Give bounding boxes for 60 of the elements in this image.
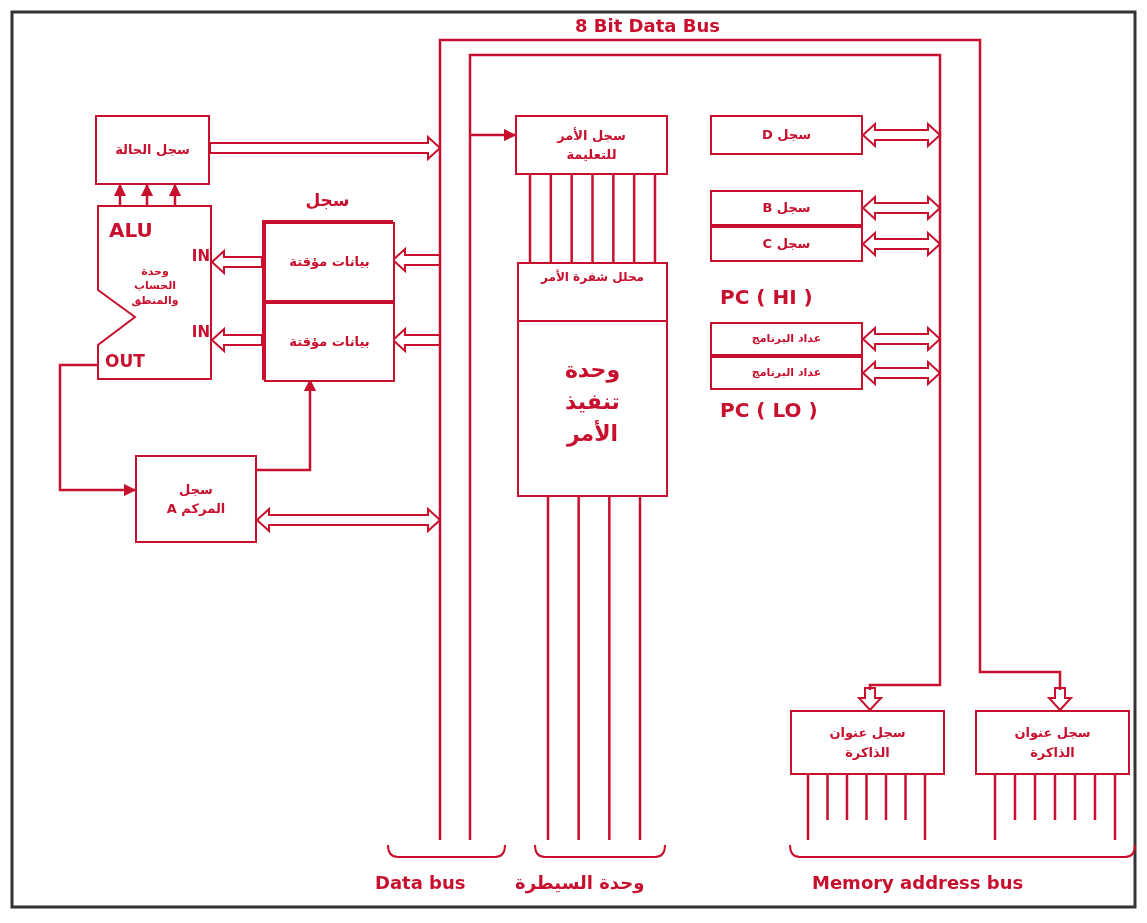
register-label: سجل عنوان الذاكرة [828, 724, 907, 762]
unit-label: وحدة تنفيذ الأمر [563, 356, 622, 449]
bus-label: Data bus [375, 872, 466, 893]
block-label: OUT [105, 350, 145, 373]
signal-lines [806, 773, 927, 842]
bus-label: Memory address bus [812, 872, 1024, 893]
signal-lines [546, 495, 642, 842]
bus-arrow [210, 248, 263, 276]
bus-arrow [861, 121, 942, 149]
register-box [710, 190, 863, 226]
arrow [470, 128, 517, 142]
bus-arrow [861, 194, 942, 222]
register-box [710, 115, 863, 155]
block-label: IN [191, 323, 210, 343]
bus-arrow [209, 134, 442, 162]
arrow [168, 183, 182, 205]
register-label: سجل C [762, 235, 811, 254]
register-box [264, 222, 395, 302]
bus-arrow [861, 359, 942, 387]
block-label: ALU [109, 217, 153, 243]
bus-arrow [1046, 687, 1074, 712]
arrow [140, 183, 154, 205]
register-label: عداد البرنامج [751, 330, 822, 347]
bus-arrow [861, 230, 942, 258]
register-caption: PC ( HI ) [720, 285, 813, 309]
control-unit-box [517, 262, 668, 497]
register-box [135, 455, 257, 543]
register-label: سجل عنوان الذاكرة [1013, 724, 1092, 762]
register-label: بيانات مؤقتة [289, 333, 370, 352]
register-box [95, 115, 210, 185]
bus-label: وحدة السيطرة [515, 872, 645, 893]
block-label: IN [191, 247, 210, 267]
register-box [975, 710, 1130, 775]
unit-label: وحدة الحساب والمنطق [130, 265, 180, 308]
bus-label: 8 Bit Data Bus [575, 15, 720, 36]
bus-arrow [210, 326, 263, 354]
signal-lines [528, 173, 657, 264]
signal-lines [993, 773, 1117, 842]
bus-arrow [861, 325, 942, 353]
register-label: بيانات مؤقتة [289, 253, 370, 272]
decoder-section: محلل شفرة الأمر [519, 264, 666, 322]
register-caption: PC ( LO ) [720, 398, 818, 422]
register-box [790, 710, 945, 775]
bus-arrow [255, 506, 442, 534]
alu-block [97, 205, 212, 380]
register-box [710, 226, 863, 262]
register-label: سجل D [761, 126, 812, 145]
register-label: سجل المركم A [165, 480, 227, 518]
arrow [58, 363, 137, 497]
register-box [264, 302, 395, 382]
bus-arrow [856, 687, 884, 712]
arrow [113, 183, 127, 205]
group-heading: سجل [304, 190, 351, 210]
register-label: سجل الأمر للتعليمة [555, 126, 627, 164]
register-box [515, 115, 668, 175]
register-box [710, 322, 863, 356]
register-box [710, 356, 863, 390]
register-label: عداد البرنامج [751, 364, 822, 381]
register-label: سجل الحالة [115, 141, 190, 160]
register-label: سجل B [762, 199, 811, 218]
